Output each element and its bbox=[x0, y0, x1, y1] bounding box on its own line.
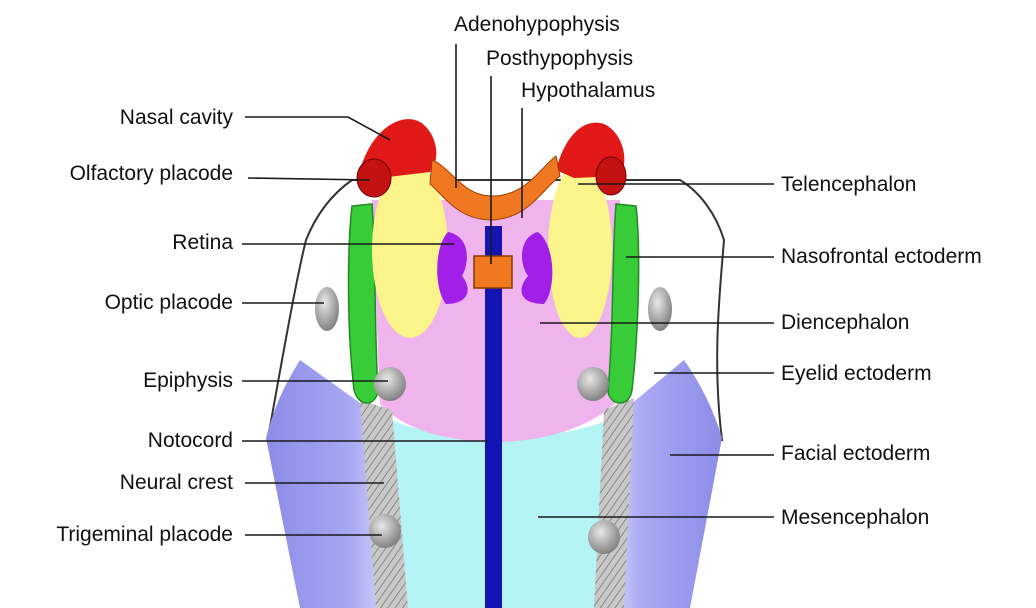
label-facial-ectoderm: Facial ectoderm bbox=[781, 442, 930, 465]
trigeminal-placode-left bbox=[369, 514, 401, 548]
epiphysis-right bbox=[577, 367, 609, 401]
olfactory-placode-left bbox=[357, 159, 391, 197]
label-eyelid-ectoderm: Eyelid ectoderm bbox=[781, 362, 932, 385]
label-optic-placode: Optic placode bbox=[105, 291, 233, 314]
optic-placode-right bbox=[648, 287, 672, 331]
label-olfactory-placode: Olfactory placode bbox=[70, 162, 233, 185]
label-retina: Retina bbox=[172, 231, 233, 254]
label-hypothalamus: Hypothalamus bbox=[521, 79, 655, 102]
label-nasal-cavity: Nasal cavity bbox=[120, 106, 234, 129]
leader-olfactory-placode bbox=[248, 178, 370, 180]
label-diencephalon: Diencephalon bbox=[781, 311, 909, 334]
label-adenohypophysis: Adenohypophysis bbox=[454, 13, 620, 36]
posthypophysis-block bbox=[474, 256, 512, 288]
trigeminal-placode-right bbox=[588, 520, 620, 554]
label-posthypophysis: Posthypophysis bbox=[486, 47, 633, 70]
label-neural-crest: Neural crest bbox=[120, 471, 233, 494]
leader-nasal-cavity bbox=[245, 117, 390, 140]
retina-left bbox=[437, 232, 467, 304]
label-trigeminal-placode: Trigeminal placode bbox=[56, 523, 233, 546]
optic-placode-left bbox=[315, 287, 339, 331]
label-notocord: Notocord bbox=[148, 429, 233, 452]
label-nasofrontal-ectoderm: Nasofrontal ectoderm bbox=[781, 245, 982, 268]
label-mesencephalon: Mesencephalon bbox=[781, 506, 929, 529]
epiphysis-left bbox=[374, 367, 406, 401]
label-telencephalon: Telencephalon bbox=[781, 173, 916, 196]
label-epiphysis: Epiphysis bbox=[143, 369, 233, 392]
olfactory-placode-right bbox=[596, 157, 626, 195]
